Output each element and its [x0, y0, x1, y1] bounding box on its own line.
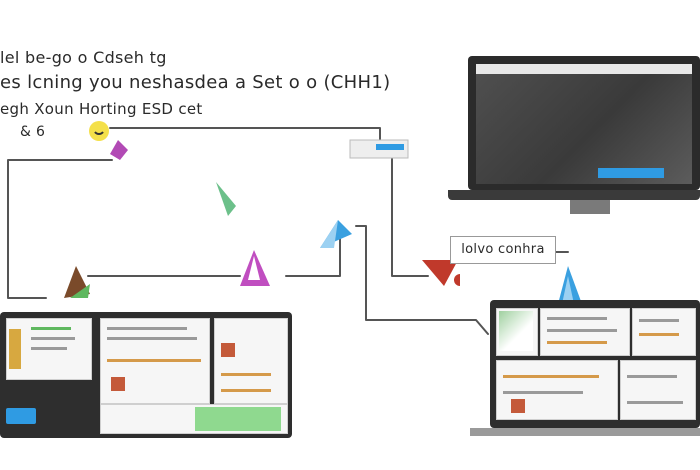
connector-right-upper — [391, 145, 429, 277]
monitor-neck — [570, 200, 610, 214]
cone-icon — [320, 220, 352, 248]
connector-center — [285, 233, 341, 277]
laptop-left-panel-3 — [214, 318, 288, 404]
laptop-right-panel-4 — [496, 360, 618, 420]
monitor-base — [448, 190, 700, 200]
header-line-2: es lcning you neshasdea a Set o o (CHH1) — [0, 72, 391, 93]
monitor-button[interactable] — [598, 168, 664, 178]
laptop-right-panel-2 — [540, 308, 630, 356]
connector-top — [109, 127, 381, 145]
annotation-box: lolvo conhra — [450, 236, 556, 264]
laptop-right — [490, 300, 700, 428]
connector-left — [7, 159, 113, 299]
laptop-left — [0, 312, 292, 438]
monitor — [448, 56, 700, 216]
pen-tool-icon — [89, 121, 109, 141]
leaf-icon — [216, 182, 236, 216]
box-icon — [349, 139, 409, 159]
cursor-icon — [240, 250, 270, 286]
figure-icon — [558, 266, 582, 304]
monitor-topbar — [476, 64, 692, 74]
header-line-1: lel be-go o Cdseh tg — [0, 48, 167, 67]
laptop-right-base — [470, 428, 700, 436]
laptop-left-panel-5 — [100, 404, 288, 434]
gem-icon — [110, 140, 128, 160]
monitor-screen — [476, 64, 692, 184]
header-line-3: egh Xoun Horting ESD cet — [0, 100, 203, 118]
shield-icon — [422, 260, 460, 286]
arrow-icon — [64, 266, 90, 298]
laptop-left-panel-1 — [6, 318, 92, 380]
connector-right-lower — [355, 225, 489, 335]
laptop-left-button[interactable] — [6, 408, 36, 424]
laptop-left-panel-2 — [100, 318, 210, 404]
small-label: & 6 — [20, 124, 46, 140]
laptop-right-panel-1 — [496, 308, 538, 356]
laptop-right-panel-5 — [620, 360, 696, 420]
laptop-right-panel-3 — [632, 308, 696, 356]
